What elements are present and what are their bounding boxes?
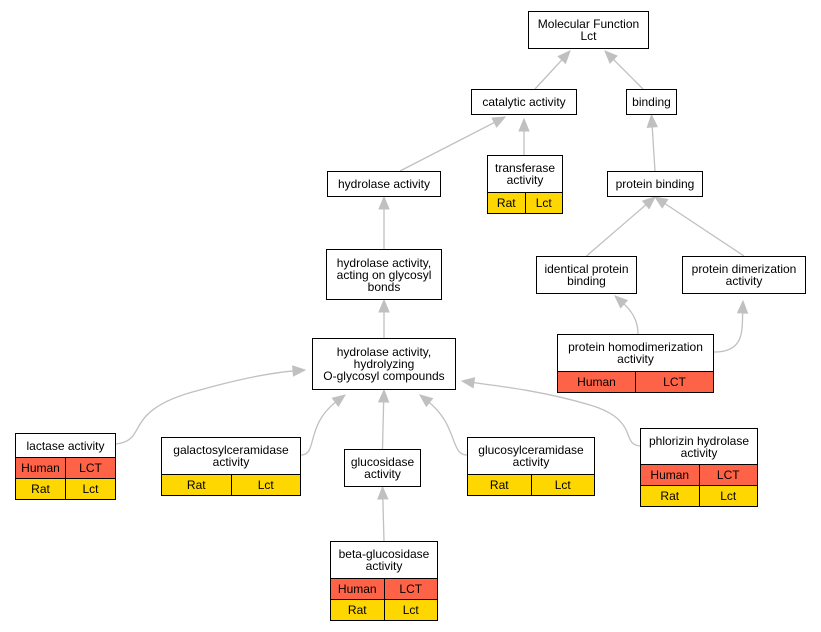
edge-arrowhead [491, 116, 507, 128]
go-term-protein-dimerization[interactable]: protein dimerization activity [682, 256, 806, 294]
species-cell: Human [577, 375, 616, 389]
go-term-hydrolase-glycosyl[interactable]: hydrolase activity, acting on glycosyl b… [326, 249, 442, 300]
species-row-rat: Rat Lct [468, 474, 594, 495]
edge-arrowhead [378, 298, 390, 313]
species-cell: Human [337, 582, 377, 596]
edge-arrowhead [646, 113, 659, 128]
species-row-rat: Rat Lct [162, 474, 300, 495]
go-term-binding[interactable]: binding [626, 89, 677, 115]
go-term-label: protein homodimerization activity [568, 340, 703, 366]
go-term-identical-protein-binding[interactable]: identical protein binding [536, 256, 637, 294]
go-term-hydrolase-o-glycosyl[interactable]: hydrolase activity, hydrolyzing O-glycos… [312, 338, 456, 390]
go-term-label: lactase activity [26, 438, 105, 453]
go-term-label: identical protein binding [544, 262, 629, 288]
edge-arrowhead [736, 299, 749, 314]
go-term-label: phlorizin hydrolase activity [648, 433, 750, 460]
edge-arrowhead [557, 50, 571, 65]
gene-symbol-cell: Lct [230, 475, 301, 495]
species-row-human: Human LCT [331, 578, 437, 599]
edge-arrowhead [377, 485, 389, 500]
gene-symbol-cell: LCT [635, 372, 713, 392]
go-term-label: hydrolase activity, hydrolyzing O-glycos… [323, 345, 445, 383]
go-term-label: protein binding [615, 177, 695, 191]
gene-symbol-cell: LCT [65, 458, 115, 478]
edge-arrowhead [614, 295, 629, 309]
edge-catalytic-activity-to-molecular-function [534, 57, 564, 90]
edge-arrowhead [518, 117, 530, 132]
edge-arrowhead [418, 394, 434, 408]
edge-protein-binding-to-binding [651, 124, 656, 172]
edge-lactase-activity-to-hydrolase-o-glycosyl [115, 370, 296, 445]
go-term-label: transferase activity [494, 161, 556, 187]
edge-arrowhead [641, 196, 656, 210]
edge-arrowhead [331, 394, 347, 408]
edge-identical-protein-binding-to-protein-binding [586, 203, 648, 257]
edge-arrowhead [653, 196, 669, 209]
go-term-protein-binding[interactable]: protein binding [607, 171, 703, 197]
gene-symbol-cell: Lct [524, 193, 563, 213]
go-term-label: hydrolase activity, acting on glycosyl b… [336, 255, 432, 294]
go-term-hydrolase-activity[interactable]: hydrolase activity [327, 171, 441, 197]
go-term-label: glucosidase activity [350, 455, 415, 481]
species-cell: Rat [31, 482, 50, 496]
species-row-rat: Rat Lct [488, 192, 562, 213]
go-term-catalytic-activity[interactable]: catalytic activity [471, 89, 577, 115]
gene-symbol-cell: LCT [383, 579, 438, 599]
species-row-rat: Rat Lct [331, 599, 437, 620]
gene-symbol-cell: Lct [65, 479, 115, 499]
edge-galactosylceramidase-to-hydrolase-o-glycosyl [300, 400, 338, 456]
edge-arrowhead [460, 377, 476, 389]
species-cell: Rat [496, 196, 516, 210]
go-term-label: binding [632, 95, 671, 109]
go-term-label: glucosylceramidase activity [478, 443, 584, 469]
species-row-human: Human LCT [641, 464, 757, 485]
gene-symbol-cell: LCT [698, 465, 758, 485]
edge-protein-homodimerization-to-protein-dimerization [713, 310, 744, 353]
go-term-glucosidase[interactable]: glucosidase activity [344, 449, 421, 487]
species-row-human: Human LCT [16, 457, 115, 478]
species-cell: Human [650, 468, 690, 482]
edge-protein-homodimerization-to-identical-protein-binding [621, 302, 639, 335]
edge-hydrolase-activity-to-catalytic-activity [399, 121, 497, 172]
edge-glucosylceramidase-to-hydrolase-o-glycosyl [427, 400, 468, 456]
gene-symbol-cell: Lct [698, 486, 758, 506]
go-term-molecular-function[interactable]: Molecular Function Lct [528, 11, 649, 49]
species-cell: Rat [186, 478, 206, 492]
go-term-label: catalytic activity [482, 95, 566, 109]
species-cell: Rat [660, 489, 680, 503]
edge-protein-dimerization-to-protein-binding [662, 201, 745, 257]
species-cell: Human [21, 461, 60, 475]
go-term-label: galactosylceramidase activity [173, 443, 289, 469]
edge-glucosidase-to-hydrolase-o-glycosyl [381, 399, 385, 450]
edge-binding-to-molecular-function [611, 57, 644, 90]
species-cell: Rat [347, 603, 367, 617]
go-term-label: beta-glucosidase activity [338, 547, 430, 573]
edge-arrowhead [378, 195, 390, 210]
go-term-label: hydrolase activity [337, 177, 431, 191]
species-row-rat: Rat Lct [641, 485, 757, 506]
species-cell: Rat [489, 478, 509, 492]
gene-symbol-cell: Lct [530, 475, 595, 495]
species-row-human: Human LCT [558, 371, 713, 392]
gene-symbol-cell: Lct [383, 600, 438, 620]
go-term-label: Molecular Function Lct [537, 17, 640, 43]
species-row-rat: Rat Lct [16, 478, 115, 499]
edge-arrowhead [292, 365, 307, 377]
edge-arrowhead [377, 388, 390, 403]
edge-phlorizin-hydrolase-to-hydrolase-o-glycosyl [471, 381, 641, 447]
edge-arrowhead [604, 50, 618, 64]
go-term-label: protein dimerization activity [691, 262, 797, 288]
edge-beta-glucosidase-to-glucosidase [382, 496, 385, 542]
